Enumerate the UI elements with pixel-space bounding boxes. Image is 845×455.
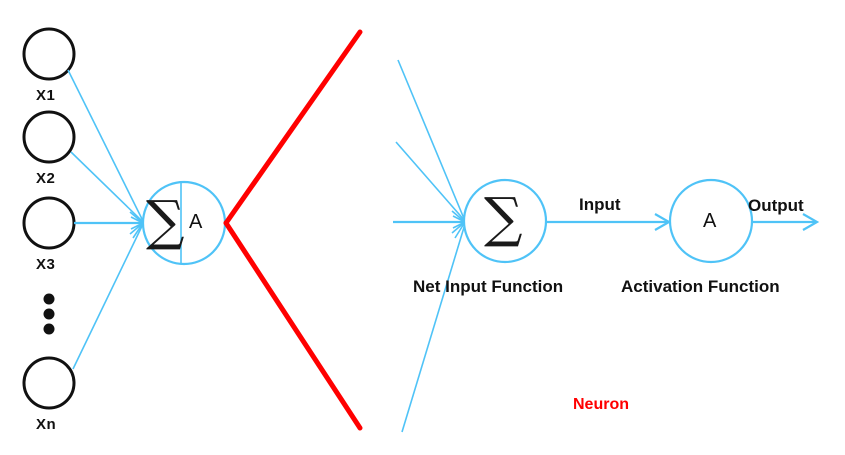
output-edge-arrowhead-icon [802, 213, 820, 231]
input-edge [546, 213, 672, 231]
input-label-xn: Xn [36, 416, 57, 433]
ellipsis-dots-icon [43, 293, 55, 335]
input-node-x1[interactable] [22, 27, 76, 81]
left-neuron-activation-symbol: A [189, 211, 203, 233]
callout-line-upper [223, 29, 363, 226]
input-node-x2[interactable] [22, 110, 76, 164]
input-node-group [22, 27, 76, 410]
left-neuron-node[interactable] [141, 180, 227, 266]
synapse-line-x2 [70, 151, 144, 223]
input-label-x2: X2 [36, 170, 56, 187]
activation-function-caption: Activation Function [621, 277, 780, 296]
right-incoming-edge-2 [395, 141, 466, 222]
right-incoming-edge-group [393, 59, 466, 433]
output-edge [752, 213, 820, 231]
input-edge-label: Input [579, 195, 621, 214]
synapse-line-group [67, 69, 144, 370]
input-label-x1: X1 [36, 87, 56, 104]
net-input-function-caption: Net Input Function [413, 277, 564, 296]
output-edge-label: Output [748, 196, 804, 215]
synapse-line-xn [72, 223, 144, 370]
net-input-sum-symbol: ∑ [484, 186, 523, 249]
left-neuron-arrowhead-icon [129, 211, 144, 239]
left-neuron-sum-symbol: ∑ [146, 189, 185, 252]
right-incoming-edge-1 [397, 59, 466, 222]
right-incoming-edge-4 [401, 223, 466, 433]
input-node-xn[interactable] [22, 356, 76, 410]
zoom-callout-chevron-icon [223, 29, 363, 431]
input-label-x3: X3 [36, 256, 56, 273]
synapse-line-x1 [67, 69, 144, 222]
neuron-title-label: Neuron [573, 396, 629, 413]
input-node-x3[interactable] [22, 196, 76, 250]
activation-symbol: A [703, 210, 717, 232]
callout-line-lower [223, 220, 363, 431]
